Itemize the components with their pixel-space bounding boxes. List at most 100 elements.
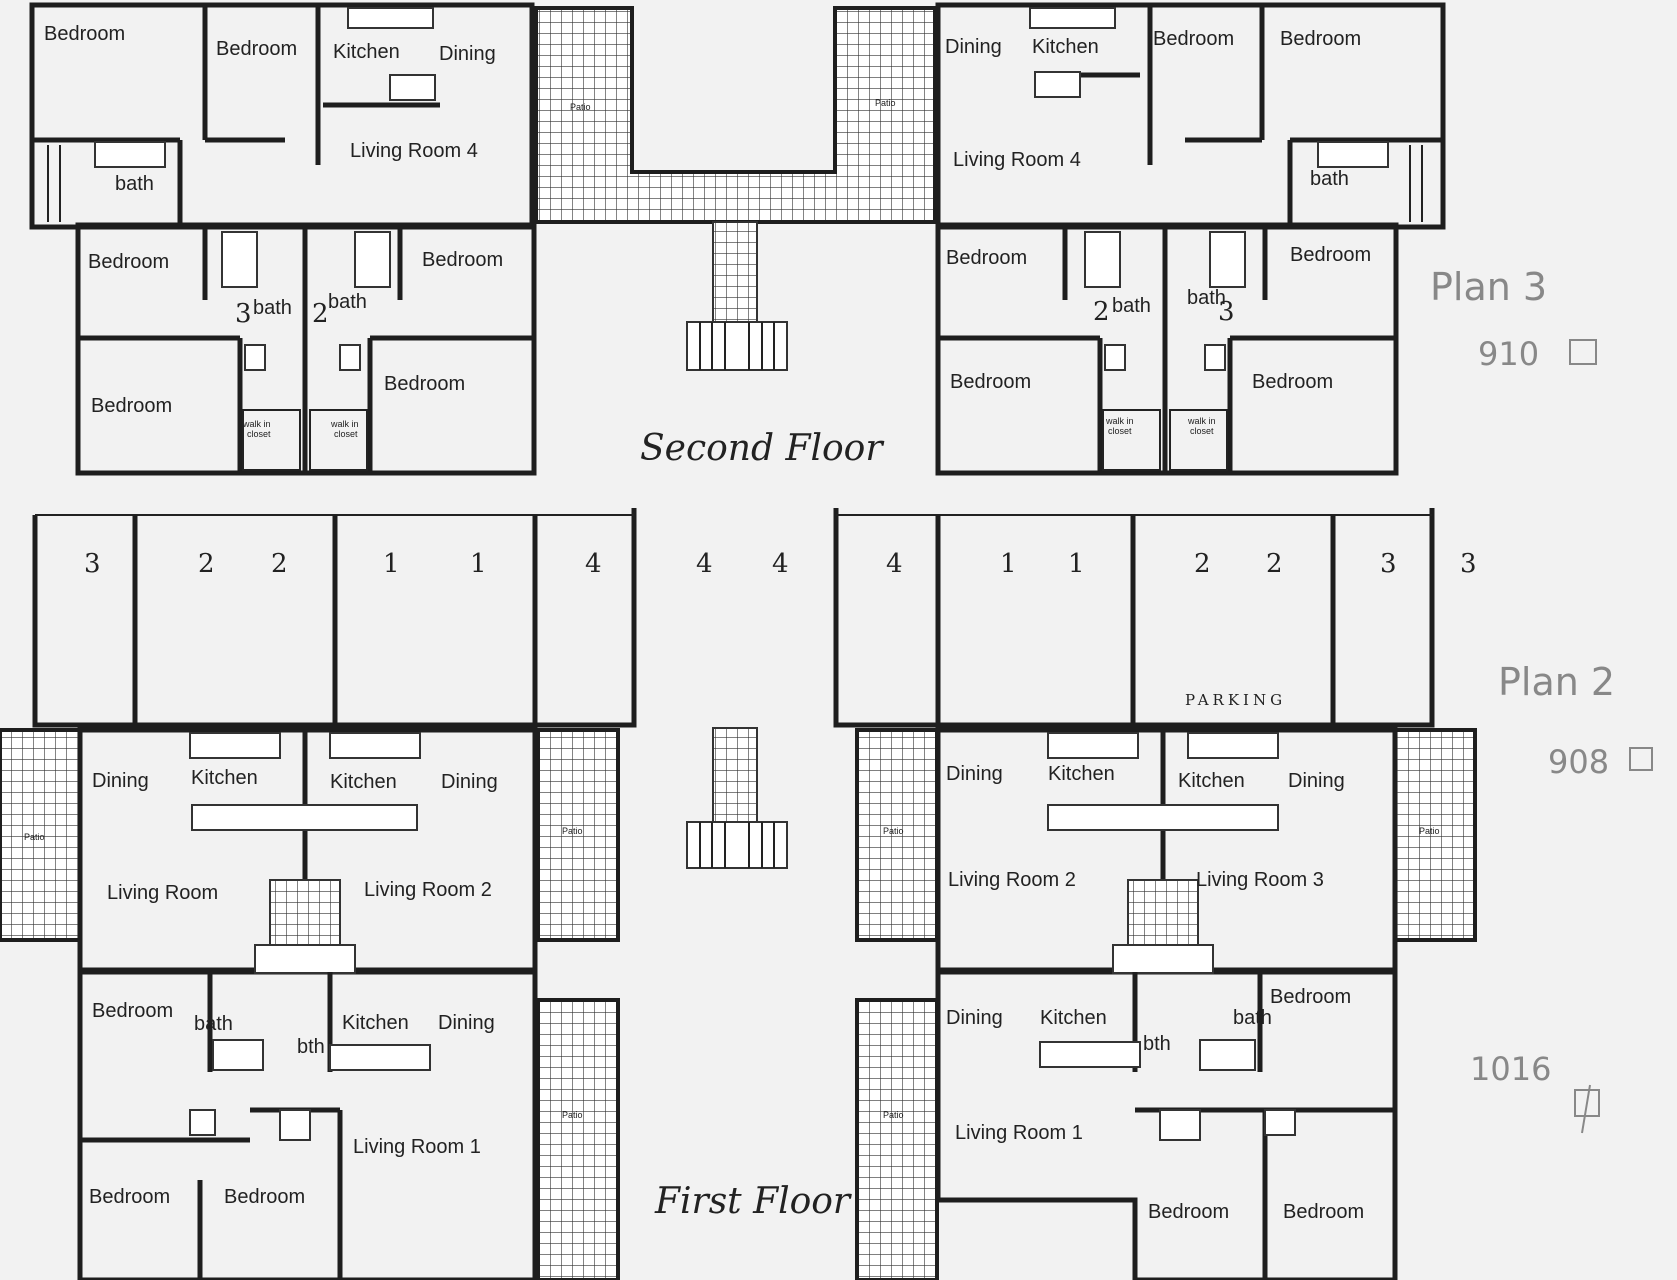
room-label: Bedroom [422,249,503,271]
room-label: bath [328,291,367,313]
room-label: Dining [92,770,149,792]
room-label: Kitchen [330,771,397,793]
room-label: Living Room 1 [955,1122,1083,1144]
patio-left-1 [0,728,82,942]
parking-stall-number: 1 [1000,549,1017,579]
room-label: Kitchen [1032,36,1099,58]
parking-stall-number: 1 [383,549,400,579]
room-label: Living Room 3 [1196,869,1324,891]
parking-stall-number: 4 [772,549,789,579]
patio-label: Patio [875,98,896,108]
patio-right-3 [855,998,939,1280]
room-label: Bedroom [92,1000,173,1022]
closet-label: closet [247,429,271,439]
patio-label: Patio [24,832,45,842]
patio-label: Patio [883,1110,904,1120]
room-label: Kitchen [1040,1007,1107,1029]
closet-label: walk in [1187,416,1216,426]
room-label: Bedroom [950,371,1031,393]
patio-left-2 [536,728,620,942]
room-label: bth [1143,1033,1171,1055]
first-floor-title: First Floor [654,1181,852,1222]
room-label: bath [115,173,154,195]
room-label: Living Room 4 [953,149,1081,171]
room-label: bath [253,297,292,319]
second-floor-title: Second Floor [640,428,884,469]
plan3-label: Plan 3 [1430,265,1547,309]
room-label: Dining [1288,770,1345,792]
parking-stall-number: 3 [1460,549,1477,579]
patio-right-1 [855,728,939,942]
plan1-area: 1016 [1470,1050,1551,1088]
plan3-area: 910 [1478,335,1539,373]
plan2-label: Plan 2 [1498,660,1615,704]
room-label: Bedroom [1153,28,1234,50]
room-label: bath [1310,168,1349,190]
parking-stall-number: 2 [198,549,215,579]
lower-stair [712,727,758,825]
parking-structure: PARKING [32,508,1435,728]
room-label: bath [1187,287,1226,309]
room-label: Living Room 4 [350,140,478,162]
parking-stall-number: 2 [271,549,288,579]
room-label: Dining [438,1012,495,1034]
room-label: bath [194,1013,233,1035]
unit-number: 2 [1093,297,1110,327]
parking-stall-number: 4 [886,549,903,579]
second-floor-patio-walkway [534,6,937,224]
room-label: Kitchen [191,767,258,789]
handwritten-annotations: Plan 3 910 Plan 2 908 1016 [1430,265,1653,1134]
closet-label: closet [334,429,358,439]
closet-label: closet [1108,426,1132,436]
closet-label: closet [1190,426,1214,436]
room-label: Bedroom [89,1186,170,1208]
patio-label: Patio [562,1110,583,1120]
first-floor [0,727,1477,1280]
room-label: bth [297,1036,325,1058]
parking-stall-number: 1 [1068,549,1085,579]
parking-stall-number: 4 [696,549,713,579]
room-label: Kitchen [342,1012,409,1034]
plan2-area: 908 [1548,743,1609,781]
room-label: Bedroom [1148,1201,1229,1223]
room-label: Living Room 2 [364,879,492,901]
room-label: Bedroom [216,38,297,60]
room-label: Kitchen [1178,770,1245,792]
upper-stair [712,221,758,323]
room-label: Living Room [107,882,218,904]
room-label: Dining [946,1007,1003,1029]
room-label: Dining [441,771,498,793]
room-label: Bedroom [1290,244,1371,266]
parking-label: PARKING [1185,691,1286,709]
second-floor [29,2,1446,476]
parking-stall-number: 3 [84,549,101,579]
patio-label: Patio [570,102,591,112]
patio-label: Patio [1419,826,1440,836]
room-label: Kitchen [1048,763,1115,785]
closet-label: walk in [242,419,271,429]
parking-stall-number: 2 [1194,549,1211,579]
room-label: Bedroom [224,1186,305,1208]
room-label: Living Room 1 [353,1136,481,1158]
room-label: Bedroom [384,373,465,395]
room-label: Living Room 2 [948,869,1076,891]
room-label: Bedroom [91,395,172,417]
room-label: Bedroom [946,247,1027,269]
parking-stall-number: 2 [1266,549,1283,579]
closet-label: walk in [330,419,359,429]
patio-label: Patio [883,826,904,836]
parking-stall-number: 4 [585,549,602,579]
closet-label: walk in [1105,416,1134,426]
patio-right-2 [1393,728,1477,942]
room-label: Bedroom [88,251,169,273]
room-label: Bedroom [44,23,125,45]
parking-stall-number: 3 [1380,549,1397,579]
room-label: bath [1112,295,1151,317]
unit-number: 3 [235,299,252,329]
room-label: Dining [945,36,1002,58]
room-label: Bedroom [1283,1201,1364,1223]
unit-number: 3 [1218,297,1235,327]
room-label: Dining [439,43,496,65]
